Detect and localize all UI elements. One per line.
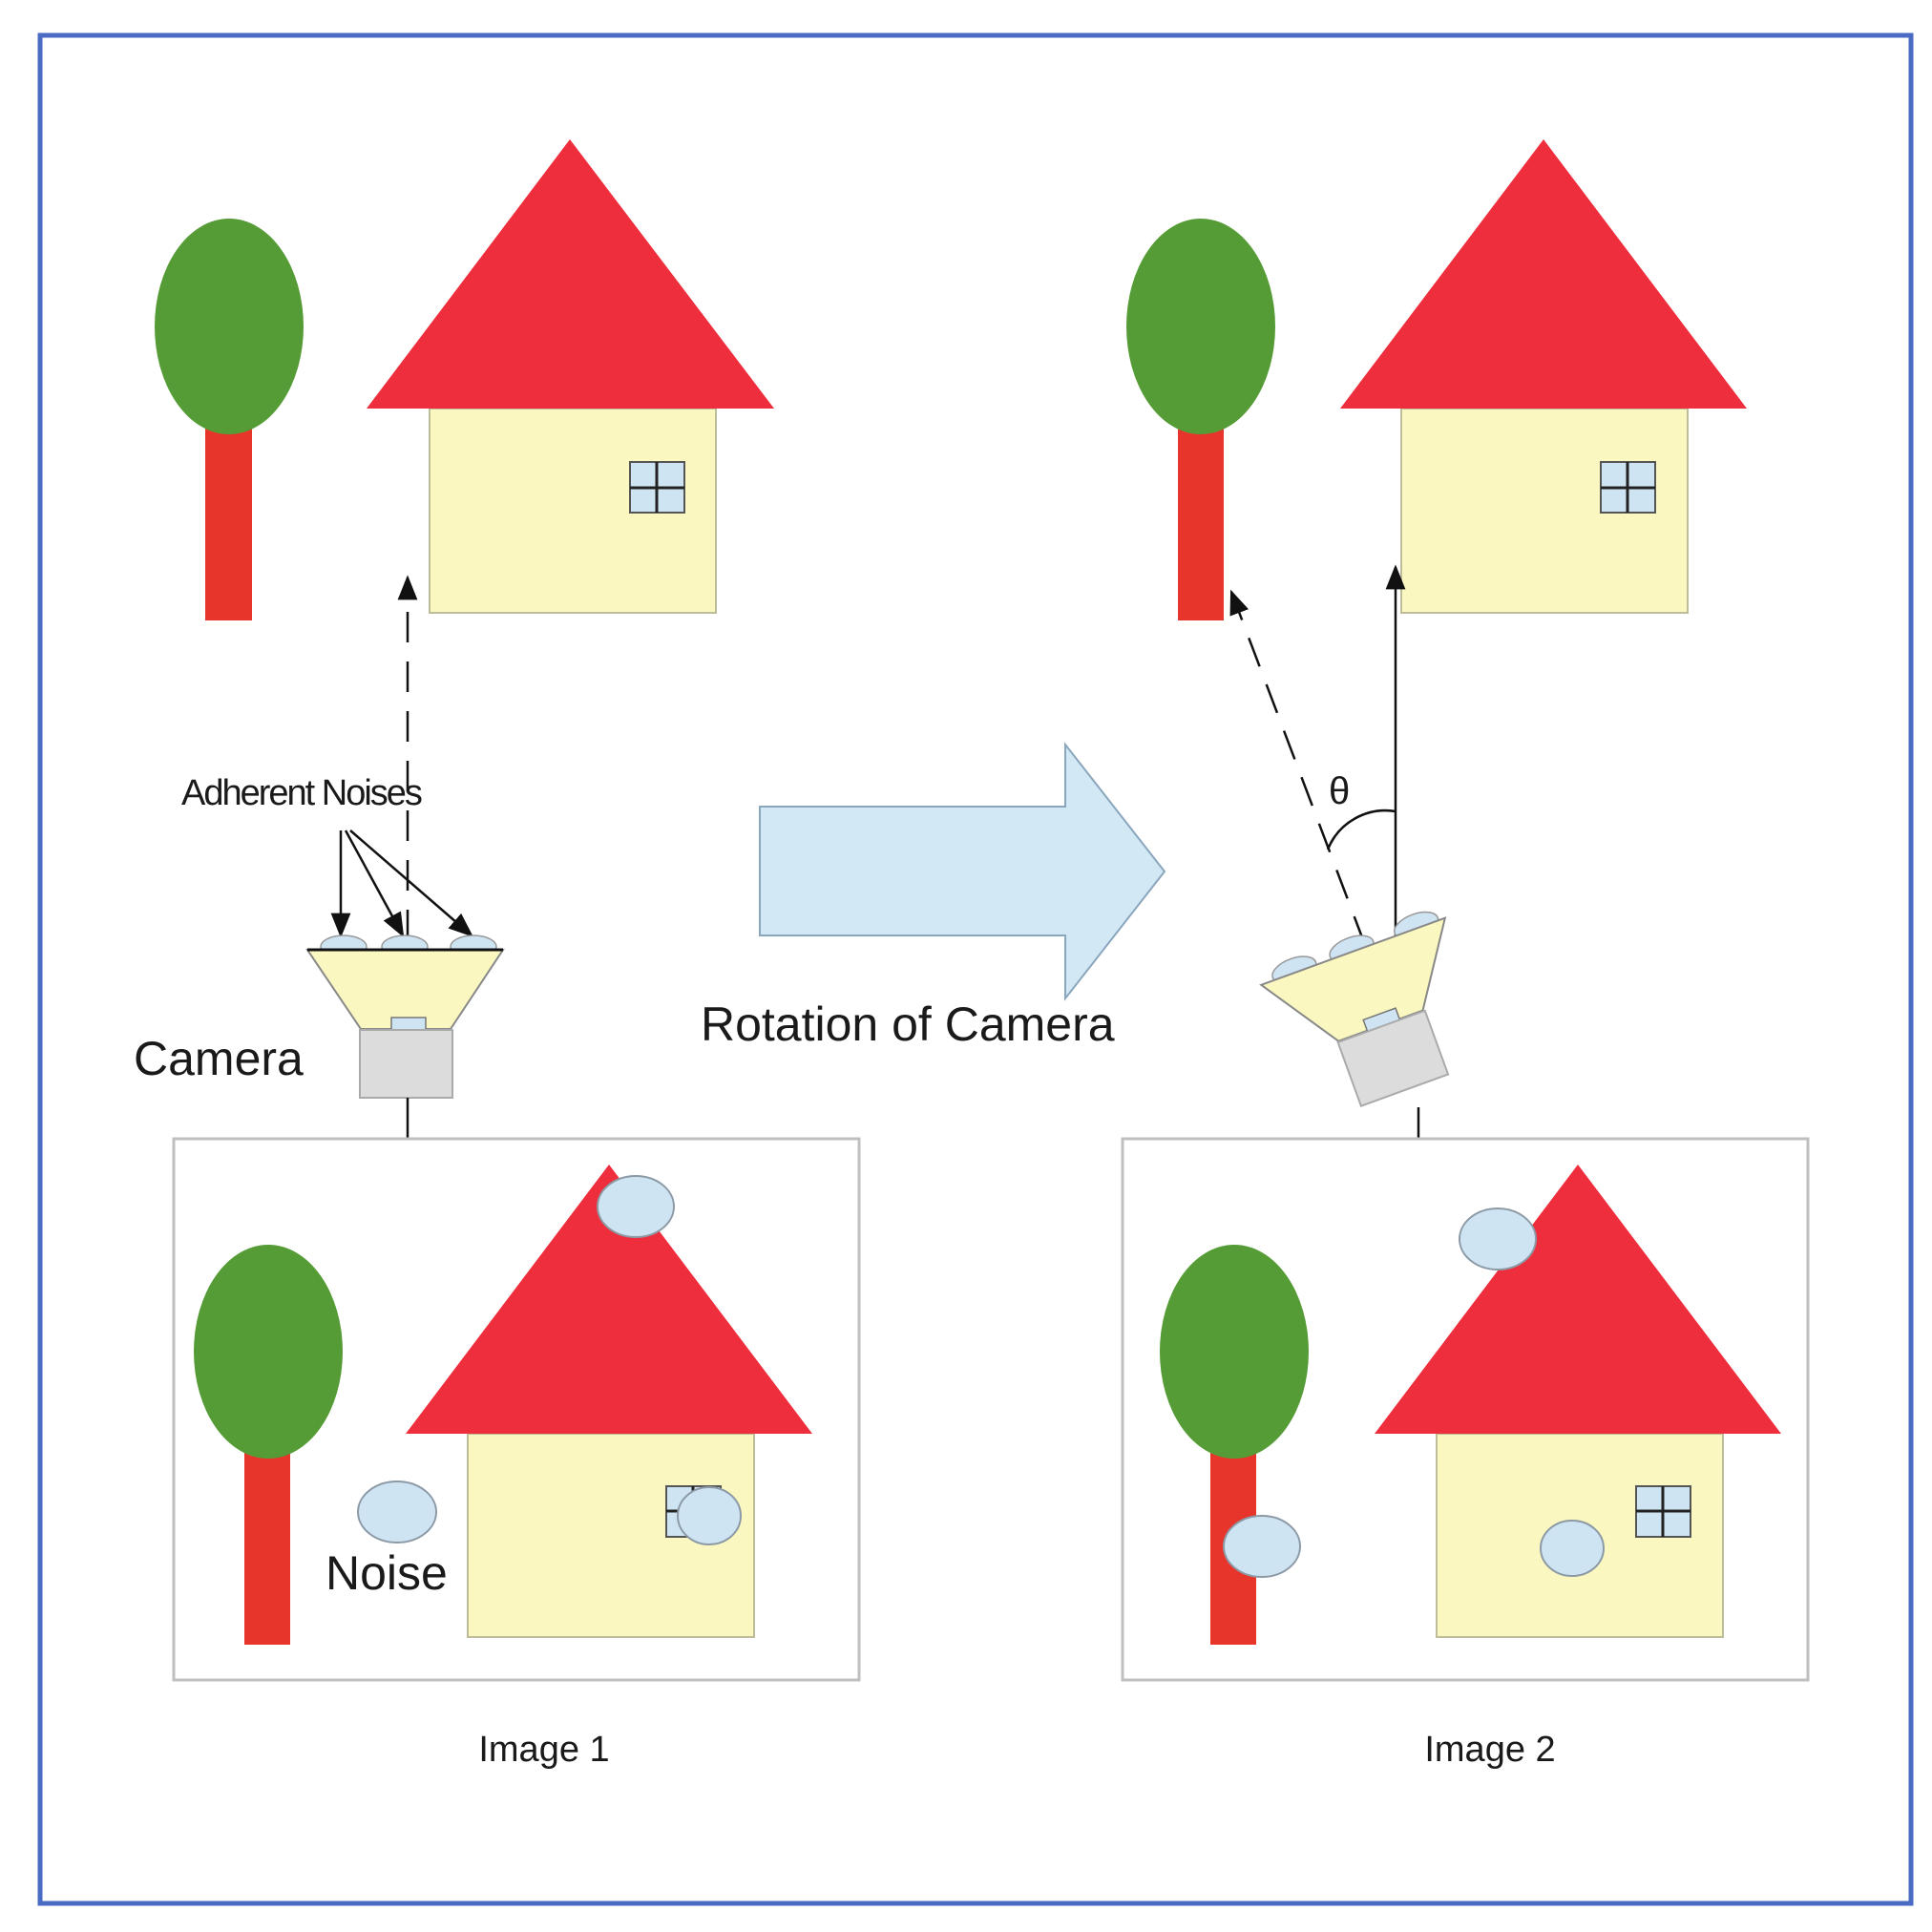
- right-tree: [1126, 219, 1275, 620]
- noise-pointer-3: [349, 830, 473, 937]
- house-window: [1600, 461, 1656, 514]
- noise-blob: [1223, 1515, 1301, 1578]
- house-roof: [1375, 1165, 1781, 1434]
- camera-body: [1336, 1009, 1450, 1107]
- noise-blob: [597, 1175, 675, 1238]
- tree-trunk: [1178, 425, 1224, 620]
- noise-blob: [677, 1486, 742, 1545]
- left-camera: [305, 934, 505, 1099]
- noise-pointer-2: [344, 830, 405, 938]
- house-window: [1635, 1485, 1691, 1538]
- left-tree: [155, 219, 304, 620]
- theta-arc: [1326, 808, 1396, 850]
- noise-blob: [1540, 1520, 1605, 1577]
- tree-foliage: [1160, 1245, 1309, 1459]
- camera-body: [359, 1029, 453, 1099]
- noise-blob: [357, 1480, 437, 1544]
- right-dashed-ray: [1229, 589, 1367, 946]
- house-roof: [367, 139, 774, 409]
- tree-foliage: [194, 1245, 343, 1459]
- house-roof: [406, 1165, 812, 1434]
- right-camera: [1259, 911, 1450, 1107]
- noise-label: Noise: [326, 1546, 448, 1600]
- left-house: [367, 139, 774, 614]
- tree-trunk: [205, 425, 252, 620]
- image2-caption: Image 2: [1424, 1730, 1555, 1770]
- theta-label: θ: [1329, 770, 1350, 812]
- left-scene: Adherent Noises Camera: [134, 139, 774, 1192]
- adherent-noises-label: Adherent Noises: [181, 773, 422, 813]
- noise-blob: [1459, 1208, 1537, 1270]
- rotation-arrow: [759, 742, 1166, 1001]
- image1-panel: Noise: [172, 1137, 861, 1682]
- tree-trunk: [244, 1451, 290, 1645]
- image1-caption: Image 1: [478, 1730, 609, 1770]
- image2-panel: [1121, 1137, 1810, 1682]
- right-house: [1340, 139, 1747, 614]
- camera-label: Camera: [134, 1032, 304, 1085]
- right-scene: θ: [1126, 139, 1747, 1192]
- house-roof: [1340, 139, 1747, 409]
- tree-foliage: [155, 219, 304, 434]
- house-window: [629, 461, 685, 514]
- tree-foliage: [1126, 219, 1275, 434]
- rotation-label: Rotation of Camera: [701, 998, 1115, 1051]
- camera-sensor: [390, 1017, 427, 1031]
